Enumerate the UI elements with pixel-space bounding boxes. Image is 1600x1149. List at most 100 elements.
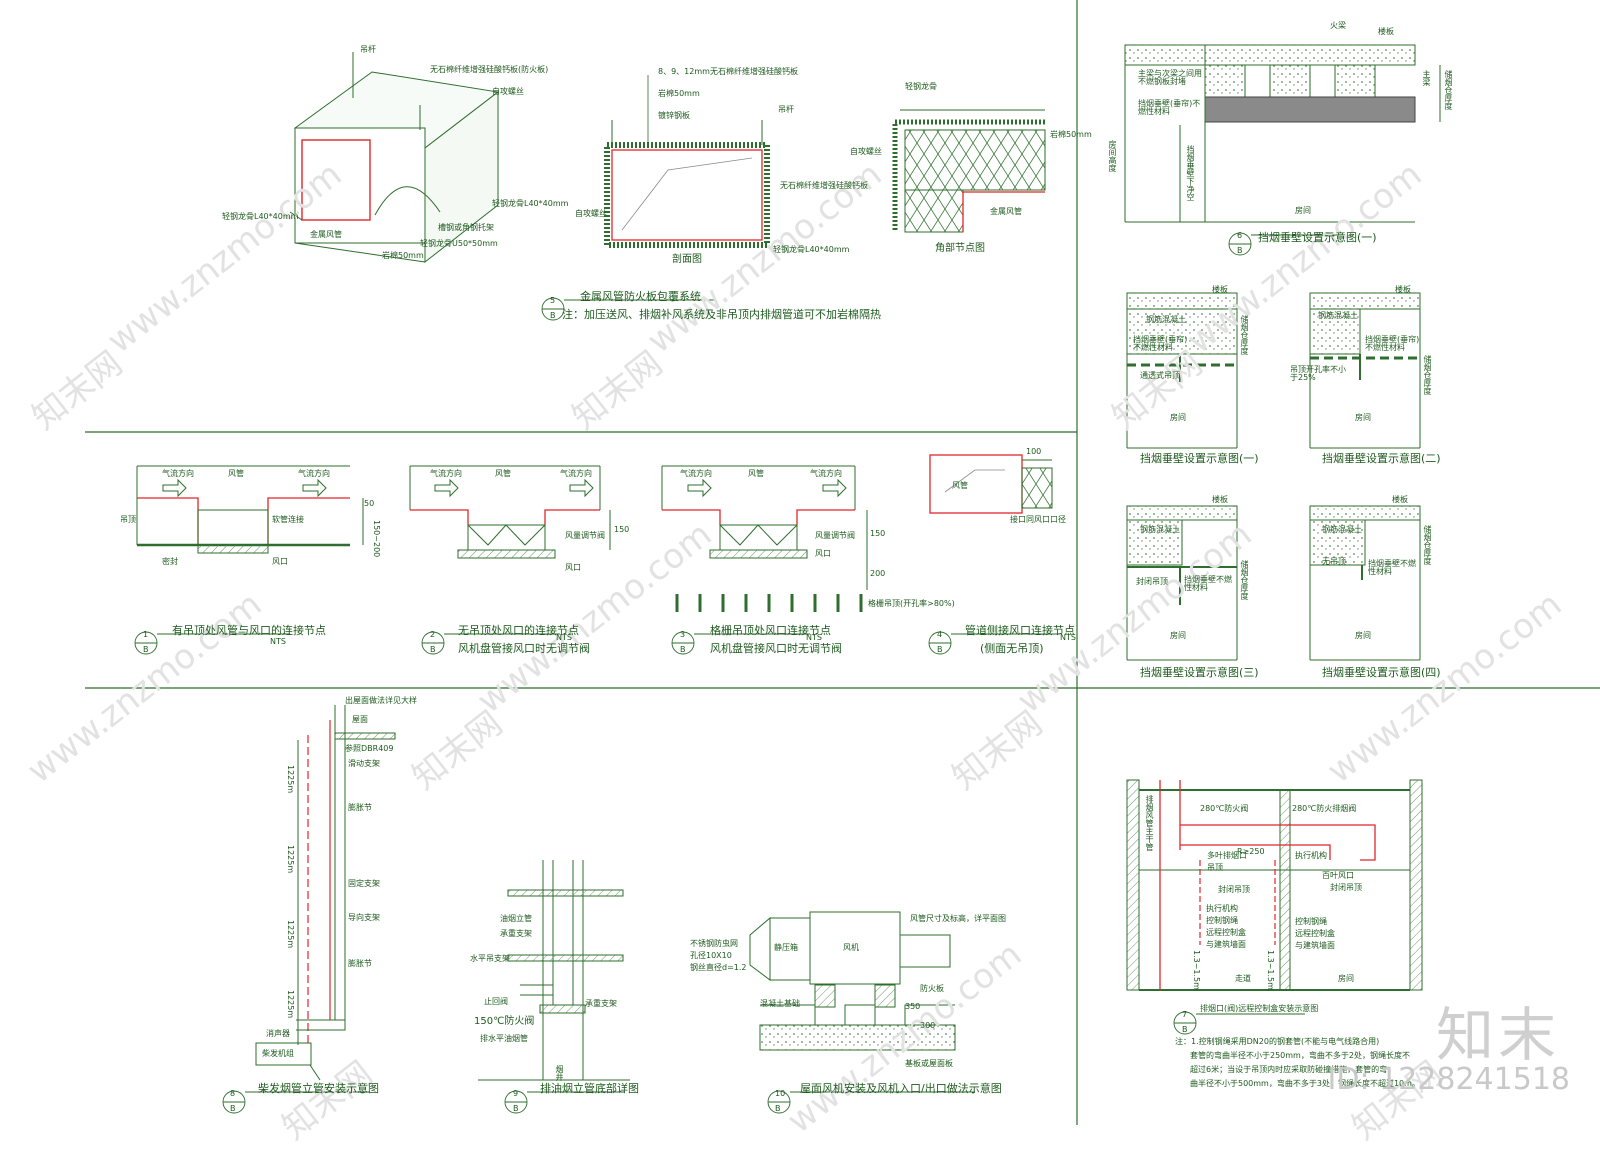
label: 钢筋混凝土 [1318,311,1358,320]
detail-title: 挡烟垂壁设置示意图(三) [1140,666,1259,679]
detail-sheet: B [143,645,149,654]
label: 基板或屋面板 [905,1059,953,1068]
label: 油烟立管 [500,914,532,923]
nts: NTS [1060,633,1076,642]
label: 储烟仓厚度 [1444,70,1453,110]
label: 封闭吊顶 [1330,883,1362,892]
label: 槽钢或角钢托架 [438,223,494,232]
label: 楼板 [1212,495,1228,504]
detail-title: 挡烟垂壁设置示意图(二) [1322,452,1441,465]
label: 主梁与次梁之间用不燃钢板封堵 [1138,69,1202,86]
label: 金属风管 [310,230,342,239]
label: 150 [614,525,630,534]
label: 储烟仓厚度 [1240,560,1249,600]
detail-title-2: 风机盘管接风口时无调节阀 [710,642,842,655]
label: 静压箱 [774,943,798,952]
detail-6-smoke-barrier [1124,44,1441,223]
label: 气流方向 [430,469,462,478]
label: 钢丝直径d=1.2 [690,963,747,972]
detail-title: 柴发烟管立管安装示意图 [258,1082,379,1095]
cad-drawing-sheet [85,0,1600,1125]
detail-title: 格栅吊顶处风口连接节点 [710,624,831,637]
detail-title: 挡烟垂壁设置示意图(一) [1258,231,1377,244]
label: 轻钢龙骨L40*40mm [222,212,299,221]
label: 房间高度 [1108,140,1117,172]
detail-9-drawing [478,860,630,1081]
label: 风机 [843,943,859,952]
detail-7-drawing [1126,779,1423,991]
label: 膨胀节 [348,959,372,968]
label: 风量调节阀 [565,531,605,540]
label: 承重支架 [585,999,617,1008]
detail-number: 5 [550,296,556,305]
label: 多叶排烟口 [1207,851,1247,860]
detail-1-drawing [136,465,364,554]
label: 150 [870,529,886,538]
detail-title: 挡烟垂壁设置示意图(一) [1140,452,1259,465]
detail-sheet: B [230,1104,236,1113]
label: 密封 [162,557,178,566]
label: 挡烟垂壁(垂帘)不燃性材料 [1365,335,1420,352]
label: 轻钢龙骨U50*50mm [420,239,498,248]
detail-number: 1 [143,630,149,639]
detail-title-2: (侧面无吊顶) [980,642,1044,655]
label: 导向支架 [348,913,380,922]
label: 火梁 [1330,21,1346,30]
label: 封闭吊顶 [1218,885,1250,894]
detail-title: 管道侧接风口连接节点 [965,624,1075,637]
label: 挡烟垂壁下净空 [1186,145,1195,201]
label: 储烟仓厚度 [1240,315,1249,355]
label: 楼板 [1395,285,1411,294]
label: 气流方向 [162,469,194,478]
label: 承重支架 [500,929,532,938]
label: 膨胀节 [348,803,372,812]
label: 柴发机组 [262,1049,294,1058]
detail-sheet: B [680,645,686,654]
label: 风口 [815,549,831,558]
note-line: 超过6米；当设于吊顶内时应采取防碰撞措施，套管的弯 [1190,1065,1388,1074]
label: 1225m [286,990,295,1019]
label: 风管 [228,469,244,478]
label: 挡烟垂壁(垂帘)不燃性材料 [1138,99,1201,116]
detail-title: 排烟口(阀)远程控制盒安装示意图 [1200,1004,1319,1013]
label: 风量调节阀 [815,531,855,540]
label: 风口 [272,557,288,566]
label: 消声器 [266,1029,290,1038]
label: 房间 [1295,206,1311,215]
label: 风管 [495,469,511,478]
detail-4-drawing [929,454,1053,514]
detail-number: 10 [775,1089,786,1098]
label: 岩棉50mm [658,89,700,98]
note-line: 曲半径不小于500mm，弯曲不多于3处，钢绳长度不超过10m。 [1190,1079,1420,1088]
label: 钢筋混凝土 [1146,315,1186,324]
image-id: ID: 1228241518 [1327,1062,1570,1097]
label: 风管 [952,481,968,490]
label: 自攻螺丝 [492,87,524,96]
label: 房间 [1355,413,1371,422]
detail-sheet: B [1237,246,1243,255]
detail-markers [134,232,1340,1114]
label: 格栅吊顶(开孔率>80%) [868,599,955,608]
detail-sheet: B [937,645,943,654]
label: 轻钢龙骨 [905,82,937,91]
label: 出屋面做法详见大样 [345,696,417,705]
detail-title: 排油烟立管底部详图 [540,1082,639,1095]
label: R≥250 [1237,847,1265,856]
label: 280℃防火阀 [1200,804,1249,813]
detail-sheet: B [550,311,556,320]
label: 主梁 [1422,70,1431,86]
detail-8-drawing [255,705,396,1081]
label: 执行机构 [1206,904,1238,913]
sheet-dividers [85,0,1600,1125]
label: 自攻螺丝 [575,209,607,218]
label: 岩棉50mm [1050,130,1092,139]
label: 50 [364,499,375,508]
label: 接口同风口口径 [1010,515,1066,524]
label: 储烟仓厚度 [1423,525,1432,565]
brand-logo: 知末 [1435,1001,1560,1069]
label: 200 [870,569,886,578]
label: 房间 [1338,974,1354,983]
smoke-barrier-small-3 [1126,505,1238,661]
label: 水平吊支架 [470,954,510,963]
label: 280℃防火排烟阀 [1292,804,1357,813]
